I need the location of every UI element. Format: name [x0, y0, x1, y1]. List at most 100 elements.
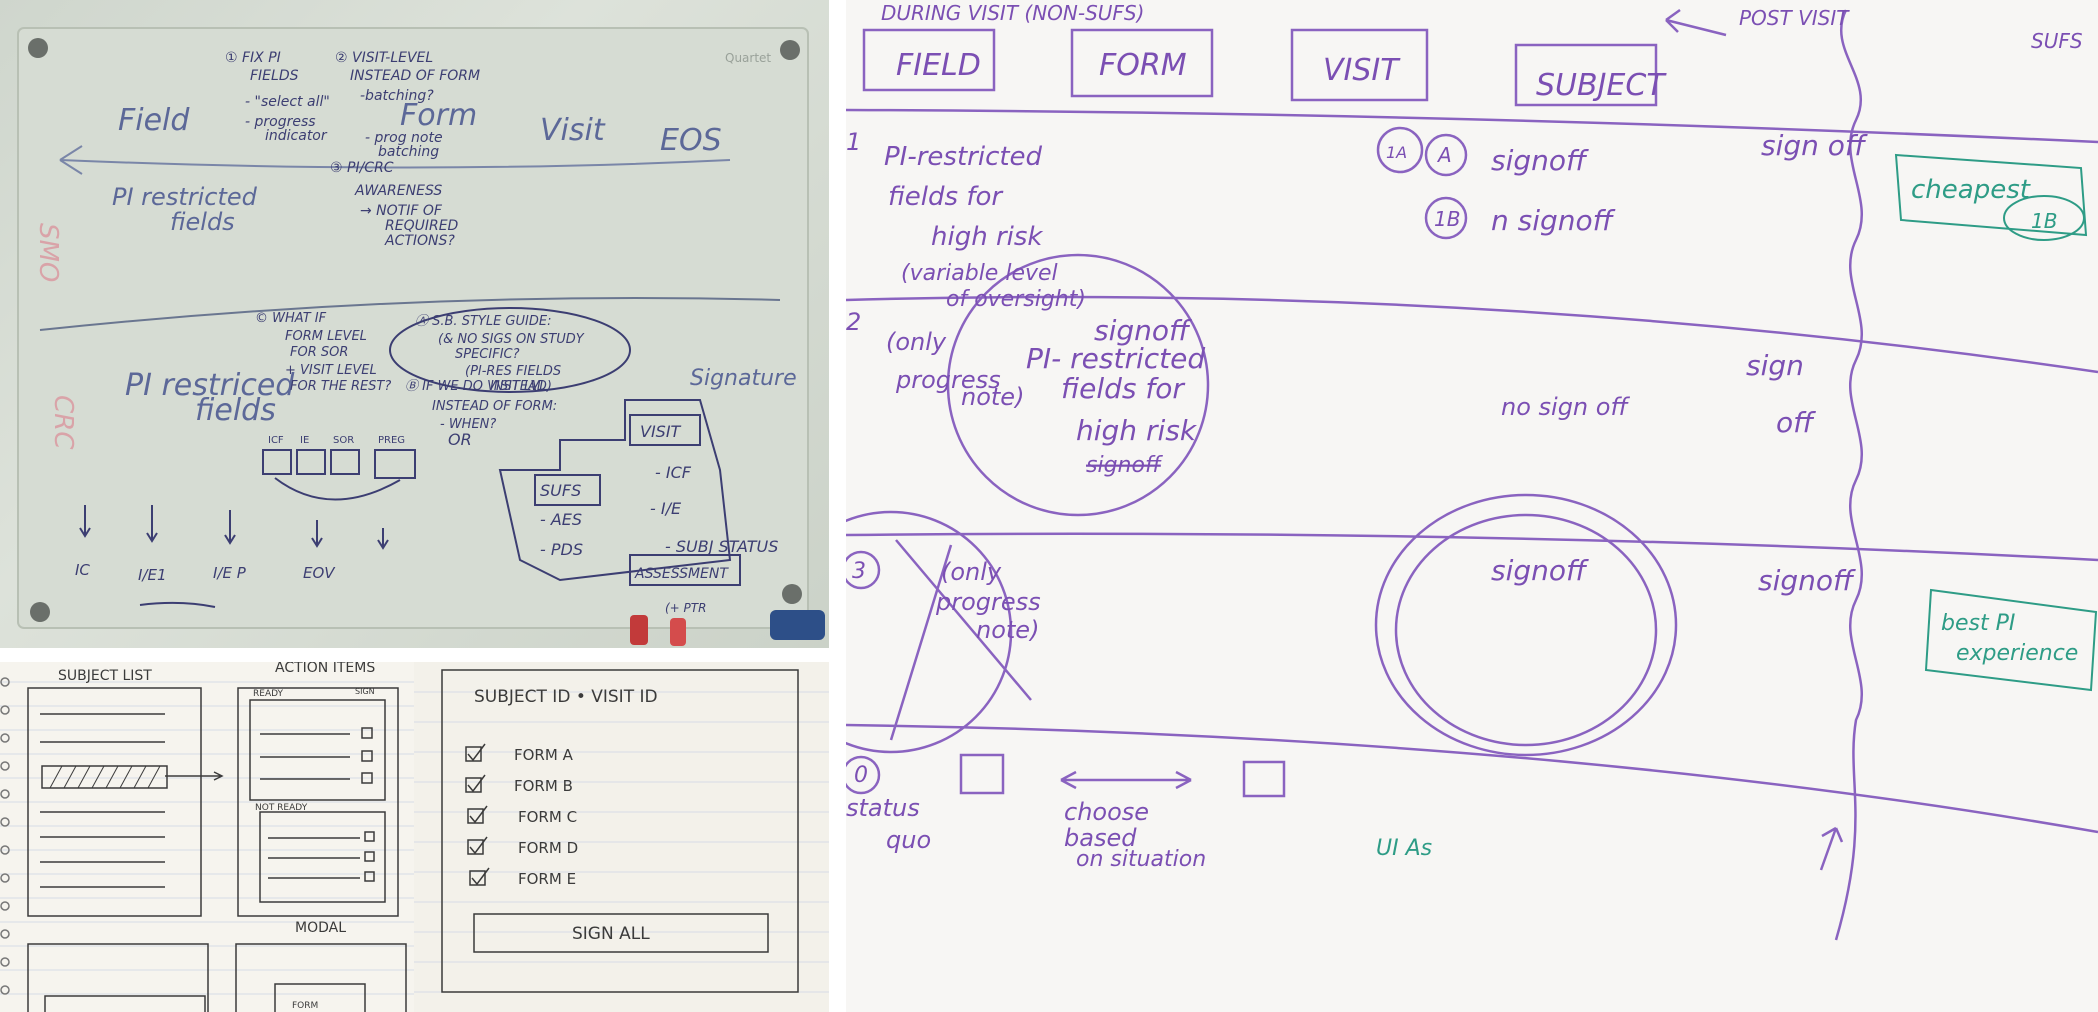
svg-text:→ NOTIF OF: → NOTIF OF	[360, 203, 443, 219]
svg-text:- "select all": - "select all"	[245, 94, 330, 110]
svg-text:fields: fields	[195, 393, 276, 428]
subject-list-label: SUBJECT LIST	[58, 668, 152, 684]
svg-text:SUFS: SUFS	[2031, 29, 2083, 53]
svg-text:- I/E: - I/E	[650, 499, 682, 518]
svg-text:FIELDS: FIELDS	[250, 68, 299, 84]
svg-text:experience: experience	[1956, 641, 2078, 666]
svg-text:2: 2	[846, 308, 861, 336]
column-eos-label: EOS	[660, 123, 722, 158]
brand-text: Quartet	[725, 51, 771, 65]
svg-text:batching: batching	[378, 144, 439, 160]
svg-text:of oversight): of oversight)	[946, 287, 1086, 312]
svg-text:INSTEAD OF FORM:: INSTEAD OF FORM:	[432, 399, 557, 414]
svg-text:MODAL: MODAL	[295, 920, 346, 936]
svg-text:- prog note: - prog note	[365, 130, 443, 146]
svg-text:AWARENESS: AWARENESS	[354, 183, 442, 199]
form-item: FORM B	[514, 777, 573, 795]
svg-text:sign off: sign off	[1761, 129, 1868, 162]
whiteboard-photo: DURING VISIT (NON-SUFS) POST VISIT SUFS …	[846, 0, 2098, 1012]
svg-text:UI As: UI As	[1376, 836, 1432, 861]
column-visit-header: VISIT	[1323, 53, 1401, 88]
svg-text:IC: IC	[75, 561, 90, 579]
svg-text:OR: OR	[448, 430, 472, 449]
svg-text:PI restricted: PI restricted	[112, 183, 258, 211]
svg-text:FORM: FORM	[292, 1001, 318, 1011]
svg-text:② VISIT-LEVEL: ② VISIT-LEVEL	[335, 50, 433, 66]
svg-text:PI- restricted: PI- restricted	[1026, 342, 1205, 375]
svg-text:(& NO SIGS ON STUDY: (& NO SIGS ON STUDY	[438, 332, 585, 347]
svg-text:READY: READY	[253, 689, 284, 699]
svg-text:choose: choose	[1064, 798, 1149, 826]
sign-all-button-label: SIGN ALL	[572, 924, 650, 944]
svg-text:n signoff: n signoff	[1491, 204, 1616, 237]
svg-text:(variable level: (variable level	[901, 261, 1058, 286]
svg-text:ASSESSMENT: ASSESSMENT	[634, 566, 729, 582]
whiteboard-sketch: DURING VISIT (NON-SUFS) POST VISIT SUFS …	[846, 1, 2098, 941]
form-item: FORM E	[518, 870, 576, 888]
svg-text:note): note)	[976, 616, 1039, 644]
svg-text:signoff: signoff	[1491, 554, 1589, 587]
svg-text:Ⓑ IF WE DO VISIT LVL: Ⓑ IF WE DO VISIT LVL	[405, 379, 546, 394]
svg-text:1B: 1B	[1434, 207, 1460, 231]
sign-modal-sketch: SUBJECT ID • VISIT ID FORM A FORM B FORM…	[414, 669, 829, 993]
svg-text:high risk: high risk	[931, 222, 1043, 252]
svg-text:progress: progress	[935, 588, 1041, 616]
bolt-icon	[782, 584, 802, 604]
svg-text:(+ PTR: (+ PTR	[665, 601, 706, 615]
svg-text:PI-restricted: PI-restricted	[884, 142, 1043, 172]
form-item: FORM D	[518, 839, 578, 857]
bolt-icon	[28, 38, 48, 58]
svg-text:- WHEN?: - WHEN?	[440, 417, 496, 432]
svg-text:ICF: ICF	[268, 435, 284, 446]
svg-text:I/E1: I/E1	[138, 566, 167, 584]
svg-text:off: off	[1776, 406, 1816, 439]
svg-text:REQUIRED: REQUIRED	[385, 218, 459, 234]
svg-text:POST VISIT: POST VISIT	[1739, 6, 1850, 30]
svg-text:note): note)	[961, 383, 1024, 411]
svg-text:quo: quo	[886, 826, 931, 854]
svg-text:3: 3	[852, 559, 866, 584]
svg-text:INSTEAD OF FORM: INSTEAD OF FORM	[350, 68, 480, 84]
bolt-icon	[780, 40, 800, 60]
svg-text:+ VISIT LEVEL: + VISIT LEVEL	[285, 363, 377, 378]
svg-text:Ⓐ S.B. STYLE GUIDE:: Ⓐ S.B. STYLE GUIDE:	[415, 314, 551, 329]
svg-text:FOR THE REST?: FOR THE REST?	[290, 379, 391, 394]
svg-text:③ PI/CRC: ③ PI/CRC	[330, 160, 394, 176]
svg-text:fields for: fields for	[888, 182, 1004, 212]
svg-text:PREG: PREG	[378, 435, 405, 446]
svg-text:1: 1	[846, 128, 861, 156]
bolt-icon	[30, 602, 50, 622]
svg-text:INSTEAD): INSTEAD)	[490, 379, 552, 394]
svg-text:based: based	[1064, 824, 1137, 852]
notebook-wireframe-photo: SUBJECT LIST ACTION ITEMS READY SIGN NOT…	[0, 662, 414, 1012]
column-field-label: Field	[118, 103, 190, 138]
svg-text:① FIX PI: ① FIX PI	[225, 50, 281, 66]
svg-text:sign: sign	[1746, 349, 1804, 382]
svg-text:PI restriced: PI restriced	[125, 368, 295, 403]
svg-text:signoff: signoff	[1758, 564, 1856, 597]
svg-text:-batching?: -batching?	[360, 88, 434, 104]
svg-text:Signature: Signature	[690, 366, 797, 391]
svg-text:NOT READY: NOT READY	[255, 803, 308, 813]
svg-text:EOV: EOV	[303, 564, 336, 582]
svg-text:SIGN: SIGN	[355, 687, 375, 696]
svg-text:I/E P: I/E P	[213, 564, 247, 582]
svg-text:- AES: - AES	[540, 510, 582, 529]
svg-text:ACTIONS?: ACTIONS?	[384, 233, 455, 249]
svg-text:(only: (only	[941, 558, 1002, 586]
svg-text:status: status	[846, 794, 920, 822]
svg-text:1A: 1A	[1386, 143, 1407, 162]
svg-text:- SUBJ STATUS: - SUBJ STATUS	[665, 537, 778, 556]
column-visit-label: Visit	[540, 113, 606, 148]
svg-text:© WHAT IF: © WHAT IF	[255, 311, 327, 326]
column-field-header: FIELD	[896, 48, 981, 83]
svg-text:IE: IE	[300, 435, 309, 446]
svg-text:on situation: on situation	[1076, 847, 1206, 872]
svg-text:signoff: signoff	[1086, 453, 1163, 478]
svg-text:(PI-RES FIELDS: (PI-RES FIELDS	[465, 364, 561, 379]
form-item: FORM A	[514, 746, 574, 764]
sign-all-modal-sketch: SUBJECT ID • VISIT ID FORM A FORM B FORM…	[414, 662, 829, 1012]
svg-text:signoff: signoff	[1094, 314, 1192, 347]
svg-text:FOR SOR: FOR SOR	[290, 345, 348, 360]
row-smo-label: SMO	[33, 223, 63, 282]
